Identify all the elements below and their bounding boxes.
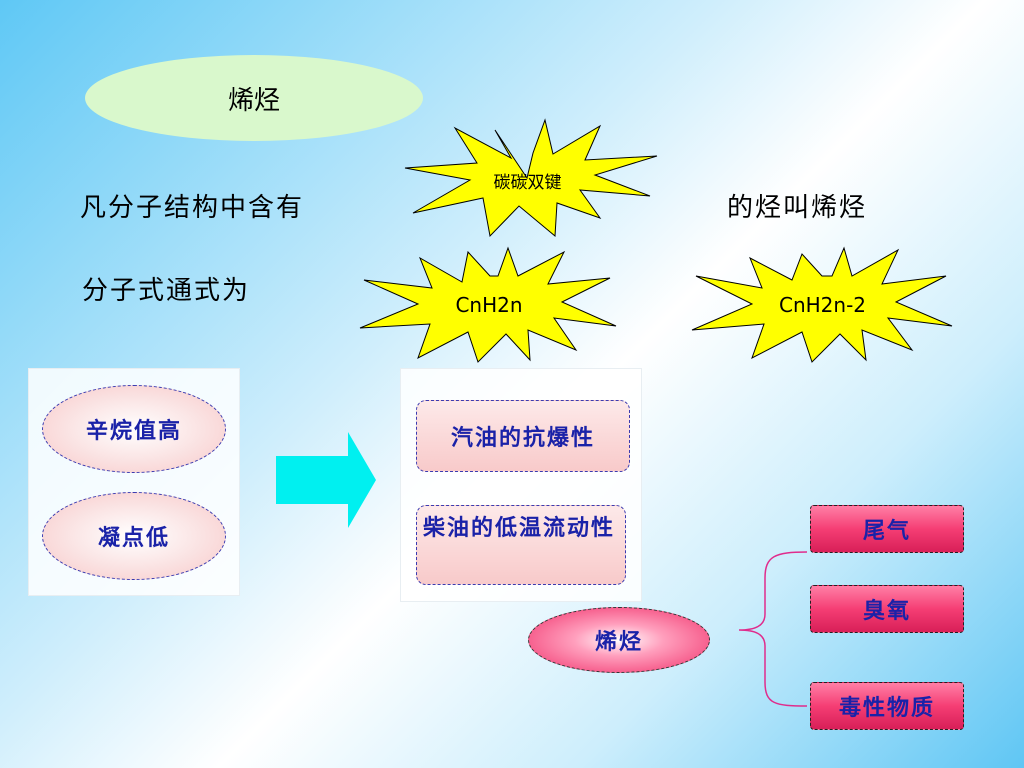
definition-suffix: 的烃叫烯烃 <box>727 193 868 223</box>
right-item-gasoline: 汽油的抗爆性 <box>416 400 630 472</box>
bottom-item-ozone: 臭氧 <box>810 585 964 633</box>
right-item-gasoline-label: 汽油的抗爆性 <box>450 426 595 451</box>
star-bond-label: 碳碳双键 <box>493 172 562 193</box>
star-bond-shape <box>404 118 658 238</box>
bottom-item-ozone-label: 臭氧 <box>862 599 911 624</box>
star-formula1: CnH2n <box>358 246 620 364</box>
bottom-item-toxic-label: 毒性物质 <box>838 696 935 721</box>
star-formula2-shape <box>691 246 953 363</box>
title-text: 烯烃 <box>227 85 280 116</box>
star-formula2: CnH2n-2 <box>690 246 955 364</box>
bottom-center-label: 烯烃 <box>594 630 643 655</box>
right-item-diesel-label: 柴油的低温流动性 <box>423 516 616 541</box>
formula-label: 分子式通式为 <box>82 276 251 306</box>
bottom-item-exhaust: 尾气 <box>810 505 964 553</box>
right-arrow-icon <box>276 432 376 528</box>
title-oval: 烯烃 <box>85 55 423 141</box>
bottom-item-toxic: 毒性物质 <box>810 682 964 730</box>
definition-prefix: 凡分子结构中含有 <box>80 193 305 223</box>
bottom-item-exhaust-label: 尾气 <box>862 519 911 544</box>
left-item-octane-label: 辛烷值高 <box>85 419 182 444</box>
star-formula2-label: CnH2n-2 <box>778 293 867 317</box>
star-formula1-shape <box>359 246 617 363</box>
brace-icon <box>738 551 808 707</box>
bottom-center-oval: 烯烃 <box>528 607 710 673</box>
left-item-freezing-label: 凝点低 <box>97 526 170 551</box>
star-formula1-label: CnH2n <box>455 293 523 317</box>
left-item-freezing: 凝点低 <box>42 492 226 580</box>
left-item-octane: 辛烷值高 <box>42 385 226 473</box>
right-item-diesel: 柴油的低温流动性 <box>416 505 626 585</box>
star-bond: 碳碳双键 <box>395 118 660 238</box>
